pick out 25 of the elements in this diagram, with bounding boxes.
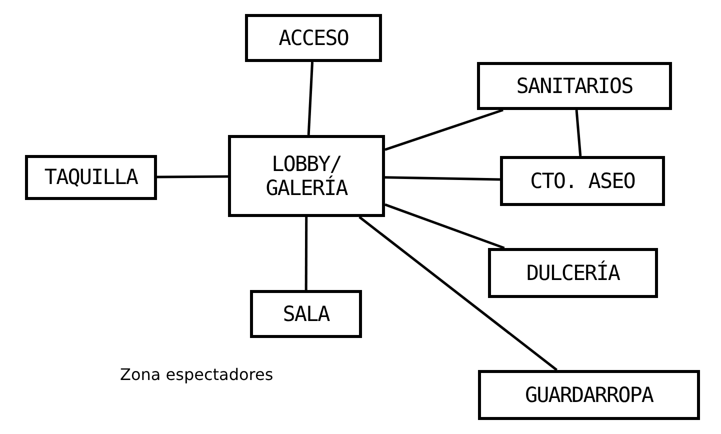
room-box (228, 135, 385, 217)
connector-line (307, 62, 314, 136)
connector-line (157, 175, 228, 178)
room-box (478, 370, 700, 420)
room-box (245, 14, 382, 62)
room-box (500, 156, 665, 206)
room-name: SALA (282, 302, 330, 326)
room-name: SANITARIOS (516, 74, 633, 98)
room-name: TAQUILLA (44, 165, 138, 190)
room-name: DULCERÍA (526, 260, 620, 286)
connector-line (384, 176, 500, 181)
room-box (488, 248, 658, 298)
room-name: ACCESO (278, 26, 348, 50)
connector-line (384, 108, 504, 151)
room-box (25, 155, 157, 200)
room-box (250, 290, 362, 338)
connector-line (304, 217, 308, 290)
caption-text: Zona espectadores (120, 365, 274, 384)
connector-line (384, 203, 505, 250)
room-name: LOBBY/ GALERÍA (264, 152, 349, 200)
room-box (477, 62, 672, 110)
room-name: GUARDARROPA (524, 382, 654, 408)
room-name: CTO. ASEO (530, 168, 635, 194)
connector-line (358, 216, 558, 371)
connector-line (575, 110, 582, 156)
